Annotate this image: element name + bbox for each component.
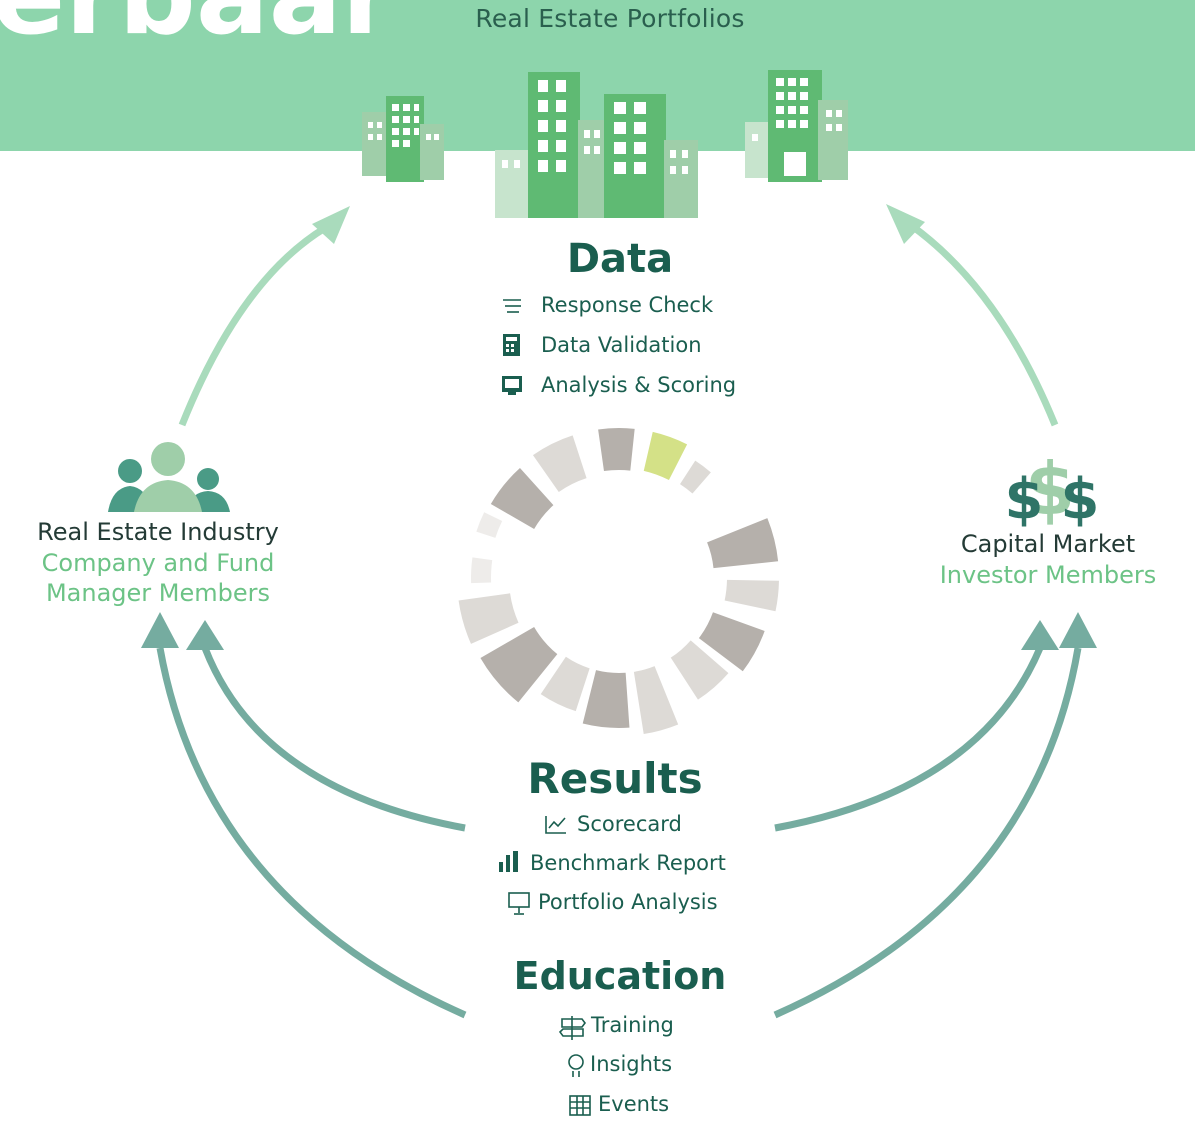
building-right-icon: [745, 70, 848, 182]
data-item-label: Response Check: [541, 293, 714, 317]
cutoff-heading: erbaar: [0, 0, 395, 59]
svg-text:$: $: [1025, 447, 1075, 531]
wheel-segment: [480, 627, 558, 703]
arrow-results-to-industry: [201, 646, 466, 832]
signpost-icon: [558, 1016, 586, 1040]
industry-party-sub-2: Manager Members: [45, 579, 271, 607]
data-item-label: Analysis & Scoring: [541, 373, 737, 397]
wheel-segment: [633, 666, 679, 735]
presentation-icon: [508, 892, 530, 915]
results-item-label: Benchmark Report: [530, 851, 726, 875]
data-item-label: Data Validation: [541, 333, 702, 357]
arrow-education-to-industry: [156, 647, 467, 1019]
education-item-training: Training: [591, 1013, 674, 1037]
building-left-icon: [362, 96, 444, 182]
response-check-icon: [503, 299, 521, 313]
wheel-segment: [470, 557, 493, 584]
education-item-insights: Insights: [590, 1052, 672, 1076]
arrow-head-industry-inner: [186, 620, 224, 650]
svg-text:$: $: [1005, 467, 1044, 532]
arrow-head-investor-outer: [1059, 612, 1097, 648]
wheel-segment: [458, 593, 519, 644]
wheel-segment: [707, 518, 779, 569]
analysis-screen-icon: [502, 376, 522, 395]
people-group-icon: [108, 442, 230, 512]
arrow-investor-to-portfolios: [909, 223, 1059, 427]
industry-party-name: Real Estate Industry: [37, 518, 279, 546]
wheel-segment: [582, 670, 630, 728]
data-item-analysis-scoring: Analysis & Scoring: [541, 373, 736, 397]
arrow-head-right-top: [886, 204, 925, 244]
results-title: Results: [527, 754, 703, 803]
wheel-segment: [532, 435, 587, 492]
wheel-segment: [724, 579, 779, 612]
wheel-segment: [540, 656, 590, 712]
wheel-segment: [698, 612, 765, 672]
arrow-education-to-investors: [773, 647, 1082, 1019]
wheel-segment: [643, 431, 688, 480]
arrow-results-to-investors: [774, 646, 1044, 832]
process-wheel: [458, 428, 779, 735]
wheel-segment: [679, 460, 711, 494]
calendar-icon: [569, 1095, 591, 1116]
education-item-label: Insights: [590, 1052, 673, 1076]
arrow-industry-to-portfolios: [178, 225, 327, 427]
arrow-head-industry-outer: [141, 612, 179, 648]
education-item-label: Training: [591, 1013, 674, 1037]
lightbulb-icon: [568, 1054, 584, 1077]
building-center-icon: [495, 72, 698, 218]
results-item-portfolio-analysis: Portfolio Analysis: [538, 890, 718, 914]
calculator-icon: [503, 334, 520, 356]
arrow-head-left-top: [312, 206, 350, 244]
data-item-data-validation: Data Validation: [541, 333, 702, 357]
arrow-head-investor-inner: [1021, 620, 1059, 650]
education-item-label: Events: [598, 1092, 670, 1116]
banner-title: Real Estate Portfolios: [475, 4, 745, 33]
results-item-benchmark-report: Benchmark Report: [530, 851, 726, 875]
results-item-label: Portfolio Analysis: [538, 890, 718, 914]
wheel-segment: [490, 468, 554, 529]
data-item-response-check: Response Check: [541, 293, 713, 317]
scorecard-icon: [545, 816, 566, 834]
investor-party-sub: Investor Members: [939, 561, 1157, 589]
education-title: Education: [513, 954, 727, 998]
results-item-label: Scorecard: [577, 812, 682, 836]
data-title: Data: [566, 236, 674, 282]
wheel-segment: [598, 428, 635, 472]
results-item-scorecard: Scorecard: [577, 812, 682, 836]
wheel-segment: [670, 640, 729, 700]
education-item-events: Events: [598, 1092, 669, 1116]
dollar-signs-icon: $ $ $: [1005, 447, 1100, 532]
investor-party-name: Capital Market: [960, 530, 1136, 558]
wheel-segment: [476, 512, 503, 538]
bar-chart-icon: [499, 851, 518, 872]
svg-text:$: $: [1061, 467, 1100, 532]
industry-party-sub-1: Company and Fund: [41, 549, 275, 577]
